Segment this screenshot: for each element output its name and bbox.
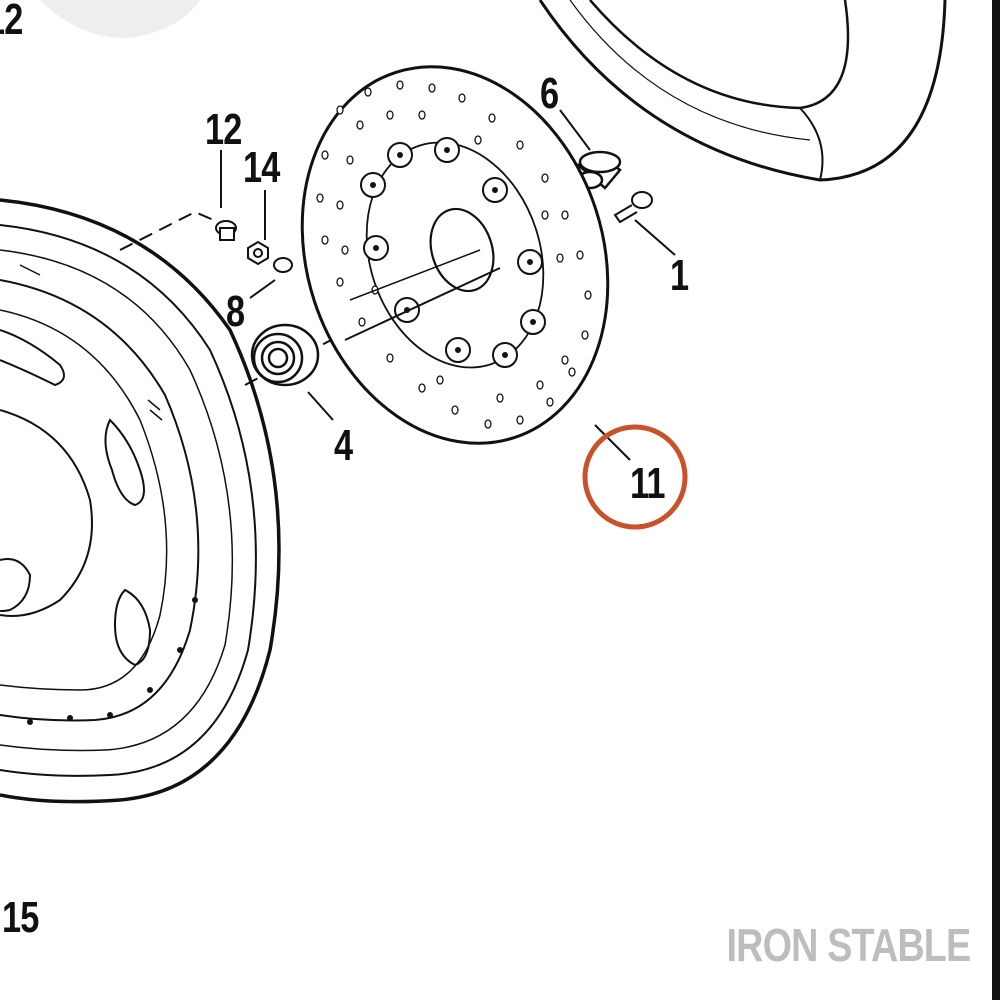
brake-rotor: [300, 65, 610, 445]
nut-part: [247, 240, 269, 266]
spacer-part: [575, 150, 622, 190]
wheel-drawing: [0, 198, 281, 804]
bolt-part: [613, 191, 653, 224]
tire-drawing: [538, 0, 947, 182]
callout-4: 4: [334, 421, 353, 470]
callout-6: 6: [540, 69, 559, 118]
highlight-ring: [582, 424, 688, 530]
cap-part: [273, 257, 293, 273]
callout-12-top: 12: [0, 0, 23, 44]
callout-14: 14: [243, 143, 280, 192]
callout-1: 1: [670, 251, 689, 300]
callout-8: 8: [226, 287, 245, 336]
right-edge-bar: [992, 0, 1000, 1000]
leader-lines: [220, 109, 676, 461]
callout-15: 15: [2, 893, 39, 942]
callout-12: 12: [205, 105, 242, 154]
callout-11: 11: [630, 459, 665, 508]
bearing-part: [250, 323, 320, 387]
valve-stem-part: [215, 220, 237, 241]
watermark: IRON STABLE: [726, 919, 971, 971]
background-blob: [40, 0, 200, 39]
